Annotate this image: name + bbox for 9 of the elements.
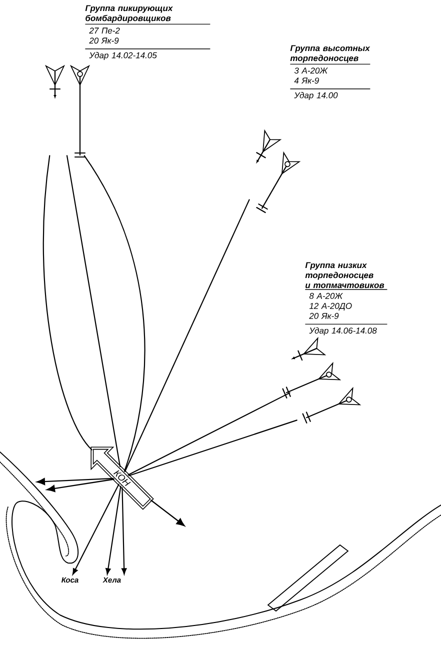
flight-path-arrow (150, 500, 185, 526)
flight-path-arrow (46, 478, 114, 492)
group-legend: Группа низких торпедоносцев и топмачтовиков 8 А-20Ж 12 А-20ДО 20 Як-9 Удар 14.06-14.08 (304, 262, 388, 336)
flight-path-arrow (36, 478, 114, 486)
group-legend: Группа высотных торпедоносцев 3 А-20Ж 4 Як-9 Удар 14.00 (290, 45, 371, 100)
flight-path-arrow (106, 486, 122, 574)
flight-path-arrow (72, 484, 120, 575)
group-legend: Группа пикирующих бомбардировщиков 27 Пе-2 20 Як-9 Удар 14.02-14.05 (84, 5, 211, 60)
flight-path-arrow (122, 487, 127, 574)
